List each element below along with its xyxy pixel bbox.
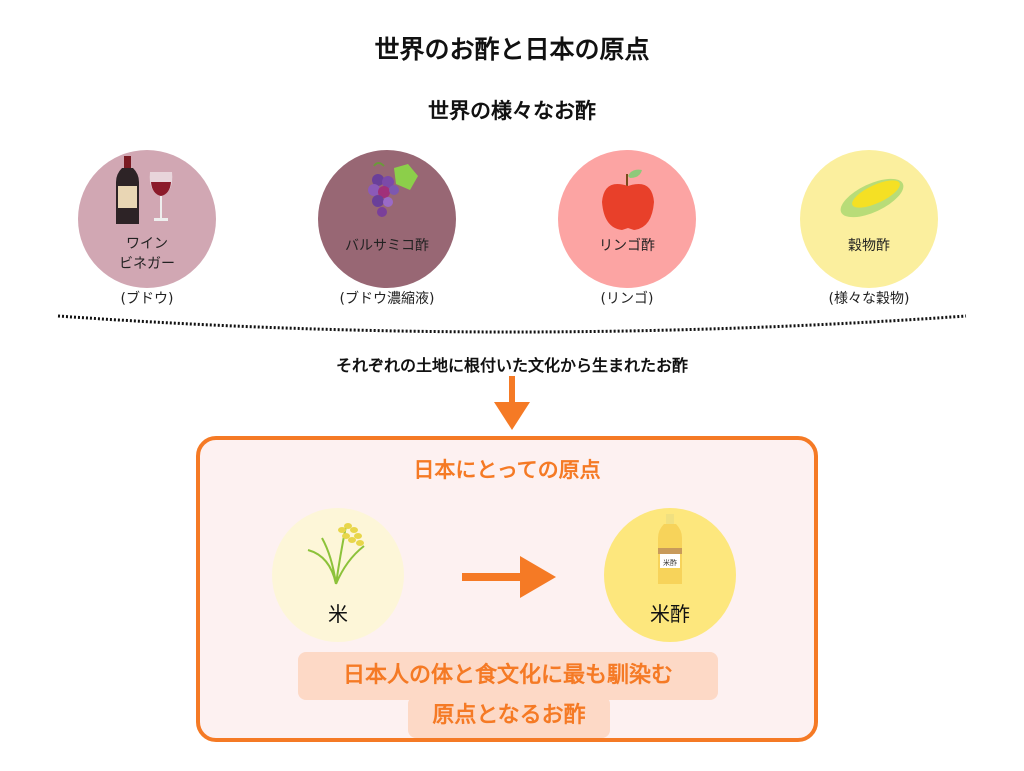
message-line1: 日本人の体と食文化に最も馴染む [298, 652, 718, 700]
vinegar-name: 穀物酢 [848, 238, 890, 254]
section-subtitle: 世界の様々なお酢 [428, 99, 596, 123]
rice-circle: 米 [272, 508, 404, 642]
apple-icon [602, 169, 654, 230]
vinegar-name-line2: ビネガー [119, 256, 175, 272]
vinegar-name: ワイン [126, 236, 168, 252]
rice-vinegar-label: 米酢 [650, 602, 690, 626]
japan-origin-box: 日本にとっての原点 米 米酢 米酢 日本人の体と食文化に最も馴染む 原点となるお… [196, 436, 818, 742]
message-line2: 原点となるお酢 [408, 696, 610, 738]
rice-label: 米 [328, 602, 348, 626]
bottle-label: 米酢 [663, 558, 677, 567]
page-title: 世界のお酢と日本の原点 [374, 35, 650, 64]
vinegar-name: バルサミコ酢 [345, 238, 429, 254]
rice-vinegar-circle: 米酢 米酢 [604, 508, 736, 642]
corn-icon [840, 178, 904, 218]
rice-vinegar-bottle-icon: 米酢 [658, 514, 682, 584]
vinegar-name: リンゴ酢 [599, 238, 655, 254]
grapes-icon [368, 162, 418, 217]
vinegar-card-grain: 穀物酢 [800, 150, 938, 288]
dotted-divider-curve [57, 314, 967, 334]
tagline: それぞれの土地に根付いた文化から生まれたお酢 [335, 356, 688, 375]
vinegar-source: (リンゴ) [600, 291, 654, 307]
vinegar-card-wine: ワイン ビネガー [78, 150, 216, 288]
vinegar-source: (ブドウ) [120, 291, 174, 307]
arrow-down-icon [494, 376, 530, 430]
wine-bottle-glass-icon [116, 156, 173, 224]
vinegar-source: (様々な穀物) [828, 291, 910, 307]
arrow-right-icon [462, 556, 556, 598]
box-title: 日本にとっての原点 [413, 458, 601, 482]
vinegar-card-balsamic: バルサミコ酢 [318, 150, 456, 288]
rice-plant-icon [307, 523, 365, 585]
vinegar-card-apple: リンゴ酢 [558, 150, 696, 288]
vinegar-source: (ブドウ濃縮液) [339, 291, 435, 307]
